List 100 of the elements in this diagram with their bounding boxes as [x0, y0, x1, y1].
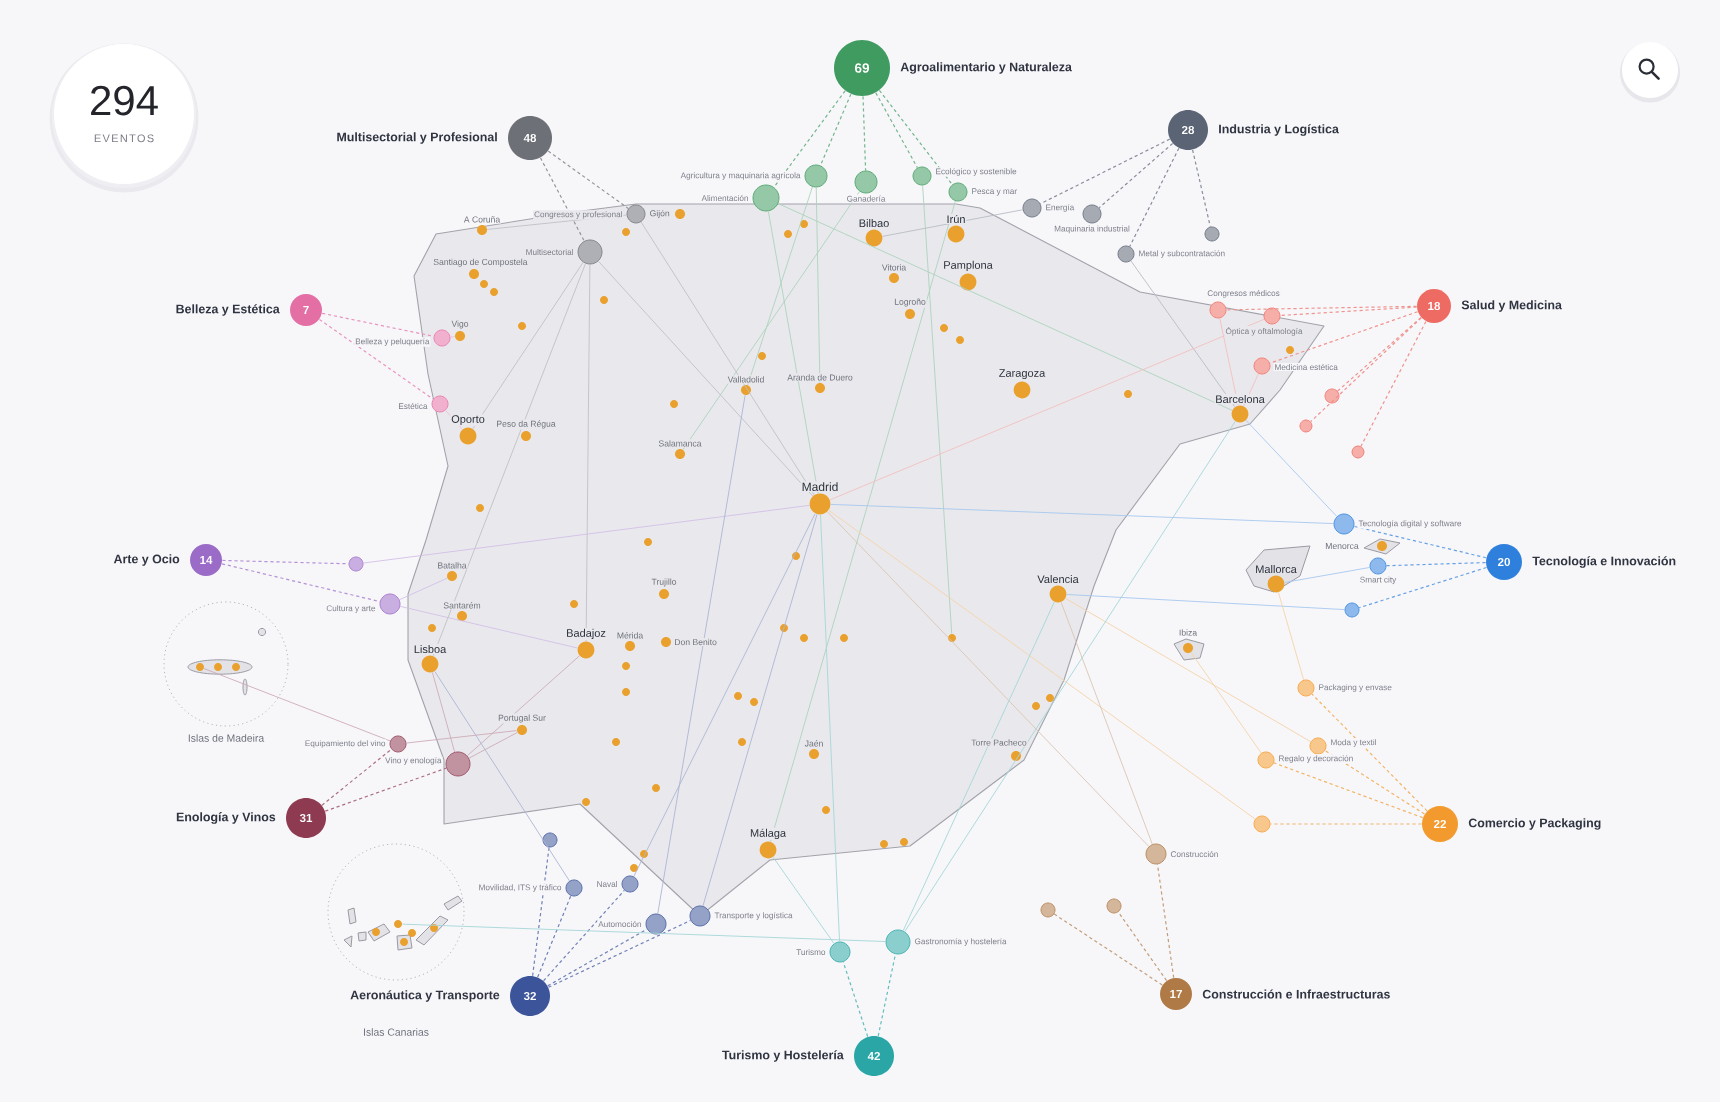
- connector-line: [401, 923, 886, 942]
- connector-line: [640, 221, 815, 496]
- node-circle: [1253, 357, 1271, 375]
- node-circle: [1082, 204, 1102, 224]
- map-dot: [959, 273, 977, 291]
- map-dot: [759, 841, 777, 859]
- node-circle: [1263, 307, 1281, 325]
- dashed-line: [321, 748, 392, 806]
- connector-line: [434, 670, 570, 882]
- dashed-line: [1353, 525, 1487, 559]
- connector-line: [432, 263, 586, 657]
- dashed-line: [532, 846, 550, 977]
- dashed-line: [819, 93, 852, 166]
- connector-line: [772, 856, 835, 944]
- dashed-line: [1358, 566, 1488, 609]
- dashed-line: [321, 312, 435, 337]
- map-dot: [1267, 575, 1285, 593]
- connector-line: [682, 191, 860, 450]
- connector-line: [472, 261, 584, 430]
- connector-line: [406, 730, 518, 744]
- node-circle: [565, 879, 583, 897]
- dashed-line: [1310, 317, 1422, 423]
- connector-line: [363, 504, 810, 564]
- node-circle: [854, 170, 878, 194]
- node-circle: [433, 329, 451, 347]
- connector-line: [904, 420, 1236, 932]
- node-circle: [885, 929, 911, 955]
- connector-line: [922, 185, 953, 635]
- node-circle: [645, 913, 667, 935]
- map-dot: [421, 655, 439, 673]
- node-circle: [542, 832, 558, 848]
- dashed-line: [1324, 749, 1426, 815]
- connector-line: [1278, 592, 1305, 681]
- connector-line: [830, 503, 1334, 525]
- connector-line: [633, 513, 816, 877]
- map-dot: [1013, 381, 1031, 399]
- connector-line: [466, 655, 580, 757]
- node-circle: [1324, 388, 1340, 404]
- node-circle: [577, 239, 603, 265]
- connector-line: [399, 577, 448, 601]
- map-dot: [1231, 405, 1249, 423]
- connector-line: [828, 509, 1256, 820]
- dashed-line: [1192, 149, 1211, 228]
- dashed-line: [877, 953, 897, 1037]
- connector-line: [1219, 317, 1239, 406]
- dashed-line: [773, 90, 846, 188]
- dashed-line: [842, 961, 869, 1038]
- dashed-line: [1053, 913, 1163, 986]
- connector-line: [203, 668, 391, 742]
- node-circle: [379, 593, 401, 615]
- node-circle: [1257, 751, 1275, 769]
- dashed-line: [318, 318, 434, 400]
- dashed-line: [1225, 305, 1418, 311]
- connector-line: [815, 187, 821, 384]
- connector-line: [1245, 419, 1338, 517]
- node-circle: [1253, 815, 1271, 833]
- map-dot: [865, 229, 883, 247]
- connector-line: [585, 264, 591, 642]
- dashed-line: [1269, 823, 1423, 825]
- node-circle: [948, 182, 968, 202]
- connector-line: [829, 318, 1265, 501]
- node-circle: [1145, 843, 1167, 865]
- dashed-line: [1360, 320, 1427, 447]
- node-circle: [689, 905, 711, 927]
- connector-line: [820, 514, 840, 942]
- connector-line: [657, 394, 746, 915]
- dashed-line: [878, 89, 953, 186]
- dashed-line: [221, 559, 350, 565]
- node-circle: [804, 164, 828, 188]
- node-circle: [1209, 301, 1227, 319]
- dashed-line: [537, 895, 572, 978]
- connector-line: [431, 672, 456, 753]
- node-circle: [348, 556, 364, 572]
- map-dot: [1049, 585, 1067, 603]
- dashed-line: [324, 767, 447, 812]
- dashed-line: [1279, 306, 1418, 317]
- connector-line: [1060, 601, 1153, 845]
- node-circle: [626, 204, 646, 224]
- node-circle: [1333, 513, 1355, 535]
- connector-line: [1284, 567, 1371, 583]
- node-circle: [1309, 737, 1327, 755]
- dashed-line: [547, 928, 648, 987]
- connector-line: [1130, 260, 1236, 408]
- connector-line: [747, 186, 813, 386]
- dashed-line: [1156, 863, 1175, 979]
- node-circle: [1297, 679, 1315, 697]
- dashed-line: [543, 889, 625, 982]
- connector-line: [399, 605, 578, 649]
- connector-line: [445, 409, 463, 430]
- node-circle: [445, 751, 471, 777]
- node-circle: [1369, 557, 1387, 575]
- connector-line: [468, 732, 518, 759]
- node-circle: [1204, 226, 1220, 242]
- dashed-line: [1337, 316, 1422, 392]
- node-circle: [621, 875, 639, 893]
- dashed-line: [862, 95, 867, 172]
- dashed-line: [1039, 138, 1171, 205]
- dashed-line: [547, 919, 692, 988]
- node-circle: [1106, 898, 1122, 914]
- node-circle: [1344, 602, 1360, 618]
